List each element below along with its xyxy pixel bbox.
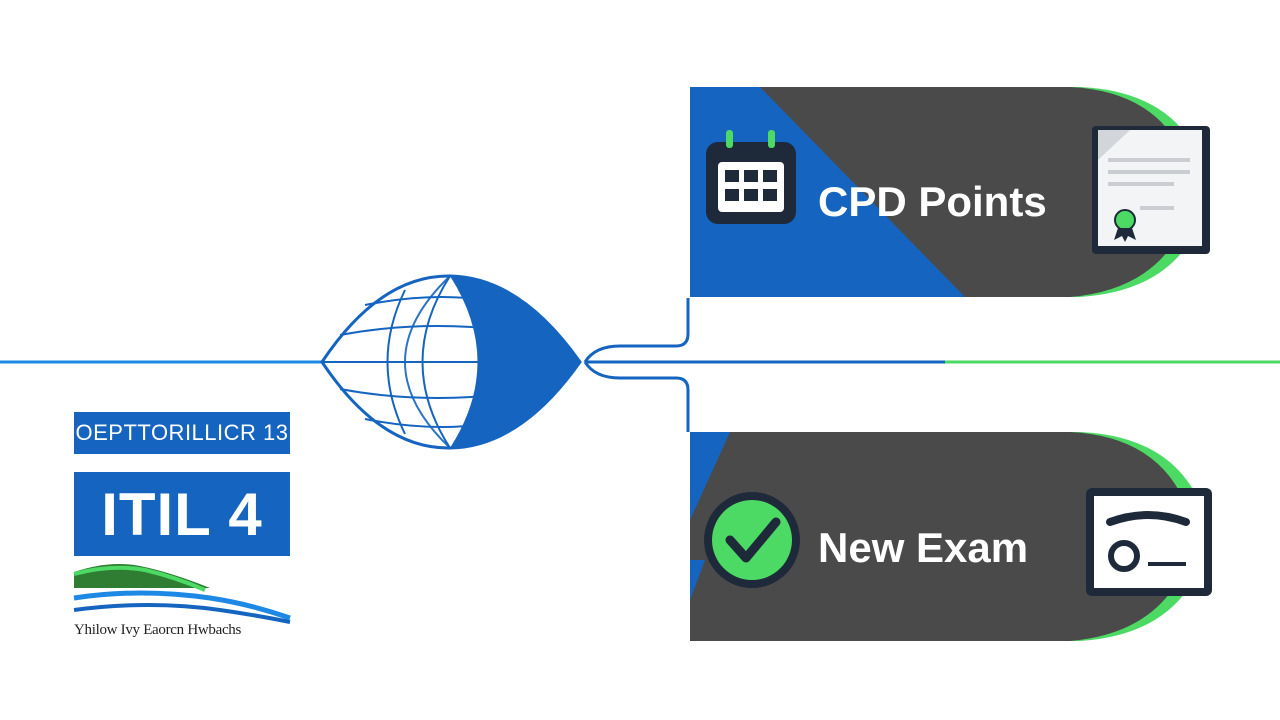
wave-logo [73, 564, 291, 624]
itil-caption: Yhilow Ivy Eaorcn Hwbachs [74, 622, 242, 638]
certificate-document-icon [1092, 126, 1210, 254]
branch-to-exam [583, 361, 690, 432]
checkmark-circle-icon [704, 492, 800, 588]
globe-icon [320, 274, 582, 450]
new-exam-label: New Exam [818, 524, 1029, 571]
itil-top-badge: OEPTTORILLICR 13 [74, 412, 290, 454]
exam-card [690, 432, 1210, 641]
cpd-card [690, 87, 1210, 297]
itil-top-label: OEPTTORILLICR 13 [75, 420, 289, 445]
itil-main-label: ITIL 4 [101, 480, 263, 548]
cpd-points-label: CPD Points [818, 178, 1047, 225]
branch-to-cpd [583, 298, 690, 363]
itil-main-badge: ITIL 4 [74, 472, 290, 556]
calendar-icon [706, 130, 796, 224]
id-card-icon [1086, 488, 1212, 596]
